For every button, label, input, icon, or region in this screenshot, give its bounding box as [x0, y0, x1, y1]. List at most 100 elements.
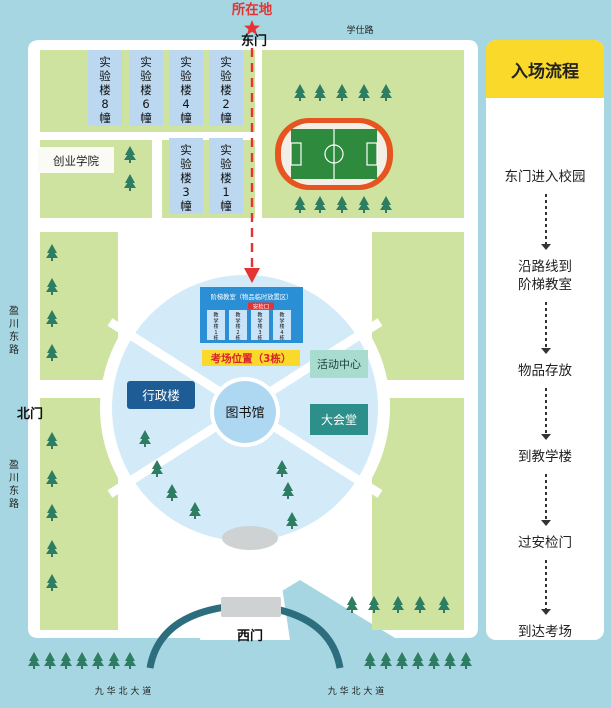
tree-icon	[392, 596, 404, 613]
lab-building-char: 幢	[180, 199, 192, 213]
lab-building-char: 验	[180, 157, 192, 171]
tree-icon	[314, 196, 326, 213]
lab-building-char: 实	[220, 143, 232, 157]
tree-icon	[46, 344, 58, 361]
teaching-building-char: 栋	[257, 335, 262, 342]
tree-icon	[46, 574, 58, 591]
exam-location-label[interactable]: 考场位置（3栋）	[211, 352, 292, 365]
tree-icon	[46, 470, 58, 487]
flow-title: 入场流程	[486, 40, 604, 98]
teaching-building-char: 3	[258, 330, 261, 336]
lab-building-char: 幢	[180, 111, 192, 125]
flow-step-line: 到教学楼	[518, 449, 572, 465]
tree-icon	[294, 84, 306, 101]
flow-step: 到教学楼	[486, 448, 604, 466]
entrepreneurship-label[interactable]: 创业学院	[53, 154, 99, 168]
road-char: 东	[9, 484, 19, 497]
activity-center-label: 活动中心	[317, 358, 361, 371]
teaching-building-char: 学	[235, 317, 240, 324]
tree-icon	[282, 482, 294, 499]
exam-location-badge	[202, 350, 300, 366]
flow-step-line: 到达考场	[518, 624, 572, 640]
lab-building-char: 实	[220, 55, 232, 69]
lab-building-char: 楼	[140, 83, 152, 97]
road-char: 路	[9, 497, 19, 510]
admin-label: 行政楼	[142, 388, 180, 403]
tree-icon	[124, 174, 136, 191]
teaching-building-char: 学	[213, 317, 218, 324]
flow-steps: 东门进入校园沿路线到阶梯教室物品存放到教学楼过安检门到达考场	[486, 98, 604, 640]
flow-step-line: 阶梯教室	[518, 277, 572, 293]
flow-step: 到达考场	[486, 623, 604, 640]
teaching-building-char: 楼	[235, 323, 240, 330]
road-char: 川	[9, 473, 19, 484]
admin-building[interactable]	[127, 381, 195, 409]
tree-icon	[336, 196, 348, 213]
activity-center[interactable]	[310, 350, 368, 378]
lab-building-char: 实	[180, 55, 192, 69]
tree-icon	[46, 244, 58, 261]
tree-icon	[444, 652, 456, 669]
teaching-building-char: 楼	[213, 323, 218, 330]
teaching-building-char: 栋	[213, 335, 218, 342]
flow-step-line: 沿路线到	[518, 259, 572, 275]
tree-icon	[92, 652, 104, 669]
tree-icon	[46, 540, 58, 557]
location-label: 所在地	[232, 1, 273, 18]
lab-building-char: 实	[140, 55, 152, 69]
fountain-oval	[222, 526, 278, 550]
tree-icon	[380, 84, 392, 101]
tree-icon	[336, 84, 348, 101]
lab-building-char: 2	[222, 97, 229, 111]
tree-icon	[46, 504, 58, 521]
flow-arrow-icon	[541, 388, 551, 440]
tree-icon	[46, 432, 58, 449]
auditorium[interactable]	[310, 404, 368, 435]
east-gate-label[interactable]: 东门	[241, 33, 267, 49]
north-gate-label[interactable]: 北门	[17, 406, 43, 422]
tree-icon	[276, 460, 288, 477]
tree-icon	[166, 484, 178, 501]
west-gate-label[interactable]: 西门	[237, 628, 263, 644]
library[interactable]	[214, 381, 276, 443]
teaching-building-char: 1	[214, 330, 217, 336]
location-star-icon	[244, 20, 260, 35]
lab-building-char: 楼	[220, 83, 232, 97]
teaching-building-char: 2	[236, 330, 239, 336]
teaching-building-char: 栋	[235, 335, 240, 342]
lab-building-char: 幢	[99, 111, 111, 125]
tree-icon	[380, 652, 392, 669]
road-char: 盈	[9, 459, 19, 471]
teaching-building-char: 学	[257, 317, 262, 324]
tree-icon	[412, 652, 424, 669]
lab-building-char: 幢	[140, 111, 152, 125]
tree-icon	[124, 146, 136, 163]
lab-building-char: 楼	[220, 171, 232, 185]
lab-building-char: 验	[180, 69, 192, 83]
lab-building-char: 实	[99, 55, 111, 69]
road-label-bottom-left: 九 华 北 大 道	[95, 685, 151, 697]
tree-icon	[460, 652, 472, 669]
tree-icon	[358, 196, 370, 213]
tree-icon	[46, 310, 58, 327]
tree-icon	[139, 430, 151, 447]
lab-building-char: 1	[222, 185, 229, 199]
tree-icon	[108, 652, 120, 669]
teaching-building-char: 教	[279, 312, 284, 319]
tree-icon	[368, 596, 380, 613]
flow-arrow-icon	[541, 474, 551, 526]
tree-icon	[428, 652, 440, 669]
teaching-building-char: 教	[257, 312, 262, 319]
